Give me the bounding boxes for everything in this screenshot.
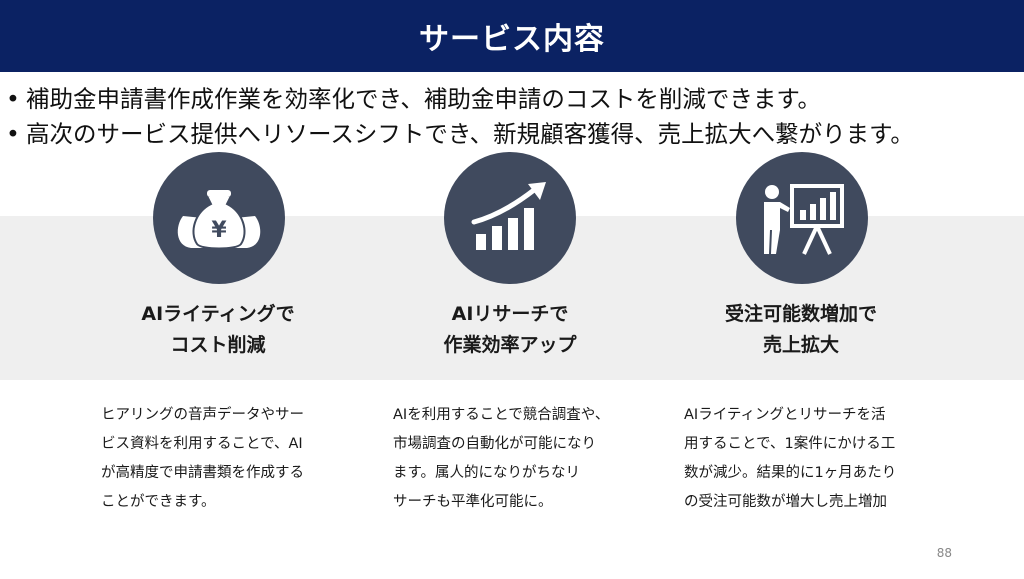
bullet-text: 補助金申請書作成作業を効率化でき、補助金申請のコストを削減できます。	[26, 85, 822, 113]
column-heading-line: 受注可能数増加で	[724, 303, 877, 325]
header-bar: サービス内容	[0, 0, 1024, 72]
column-description: AIを利用することで競合調査や、 市場調査の自動化が可能になり ます。属人的にな…	[393, 401, 643, 517]
bullet-item: • 補助金申請書作成作業を効率化でき、補助金申請のコストを削減できます。	[6, 82, 1016, 117]
bullet-text: 高次のサービス提供へリソースシフトでき、新規顧客獲得、売上拡大へ繋がります。	[26, 120, 914, 148]
description-line: ことができます。	[101, 494, 216, 510]
bullet-marker: •	[6, 85, 20, 113]
description-line: ヒアリングの音声データやサー	[101, 407, 304, 423]
column-description: ヒアリングの音声データやサー ビス資料を利用することで、AI が高精度で申請書類…	[101, 401, 351, 517]
bullet-list: • 補助金申請書作成作業を効率化でき、補助金申請のコストを削減できます。 • 高…	[6, 82, 1016, 152]
page-title: サービス内容	[419, 22, 605, 57]
description-line: 用することで、1案件にかける工	[684, 436, 896, 452]
description-line: 数が減少。結果的に1ヶ月あたり	[684, 465, 897, 481]
column-description: AIライティングとリサーチを活 用することで、1案件にかける工 数が減少。結果的…	[684, 401, 934, 517]
bullet-item: • 高次のサービス提供へリソースシフトでき、新規顧客獲得、売上拡大へ繋がります。	[6, 117, 1016, 152]
column-heading-line: 売上拡大	[762, 334, 839, 356]
description-line: 市場調査の自動化が可能になり	[393, 436, 596, 452]
column-heading-line: AIライティングで	[141, 303, 295, 325]
presentation-board-icon	[736, 152, 868, 284]
growth-chart-icon	[444, 152, 576, 284]
column-heading-line: AIリサーチで	[451, 303, 569, 325]
column-heading: AIライティングで コスト削減	[68, 299, 368, 361]
column-heading: 受注可能数増加で 売上拡大	[651, 299, 951, 361]
description-line: ます。属人的になりがちなリ	[393, 465, 581, 481]
description-line: AIライティングとリサーチを活	[684, 407, 886, 423]
description-line: ビス資料を利用することで、AI	[101, 436, 303, 452]
column-heading-line: コスト削減	[170, 334, 266, 356]
yen-glyph: ¥	[211, 218, 227, 243]
description-line: AIを利用することで競合調査や、	[393, 407, 610, 423]
bullet-marker: •	[6, 120, 20, 148]
column-heading-line: 作業効率アップ	[443, 334, 577, 356]
description-line: が高精度で申請書類を作成する	[101, 465, 304, 481]
description-line: の受注可能数が増大し売上増加	[684, 494, 887, 510]
column-heading: AIリサーチで 作業効率アップ	[360, 299, 660, 361]
money-bag-yen-icon: ¥	[153, 152, 285, 284]
description-line: サーチも平準化可能に。	[393, 494, 553, 510]
page-number: 88	[936, 546, 952, 560]
